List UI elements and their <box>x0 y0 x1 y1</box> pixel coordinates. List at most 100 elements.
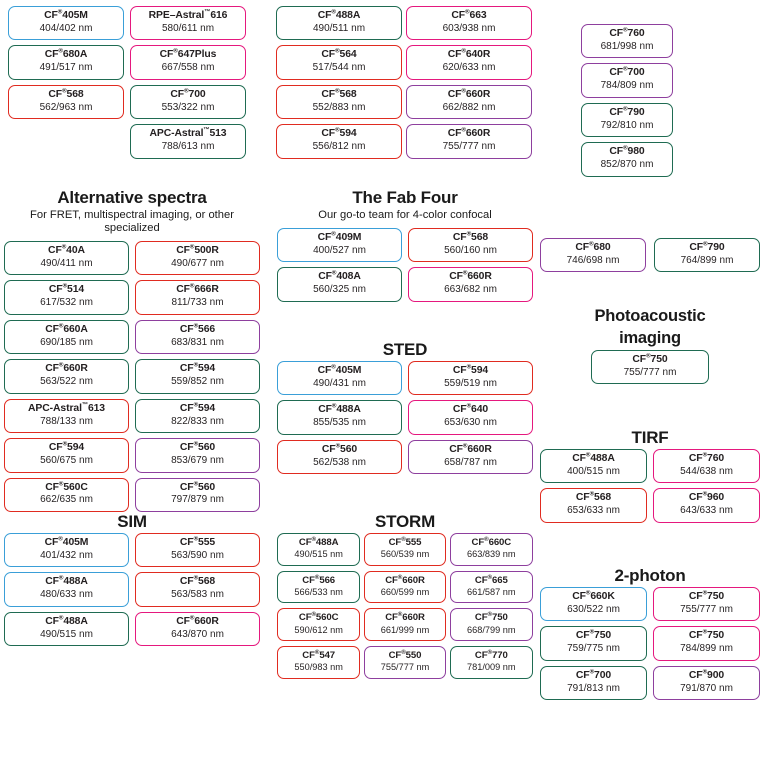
section-fab-four: The Fab Four Our go-to team for 4-color … <box>277 188 533 307</box>
trademark-mark: ® <box>623 65 628 73</box>
dye-spectra: 690/185 nm <box>40 336 93 348</box>
dye-spectra: 788/133 nm <box>40 415 93 427</box>
dye-spectra: 560/675 nm <box>40 455 93 467</box>
dye-name: CF®40A <box>48 243 85 256</box>
dye-spectra: 661/999 nm <box>380 624 430 635</box>
dye-name: CF®750 <box>575 628 612 642</box>
dye-name: CF®555 <box>388 535 422 548</box>
dye-name: CF®660R <box>385 611 425 624</box>
dye-name: CF®405M <box>317 363 362 376</box>
dye-name: CF®660C <box>471 535 512 548</box>
dye-spectra: 517/544 nm <box>312 62 366 74</box>
trademark-mark: ® <box>331 363 336 371</box>
dye-name: APC-Astral™613 <box>28 401 105 414</box>
trademark-mark: ® <box>462 269 468 277</box>
dye-spectra: 663/682 nm <box>444 284 497 296</box>
dye-name: CF®680A <box>44 47 88 61</box>
trademark-mark: ® <box>57 8 63 16</box>
trademark-mark: ® <box>62 87 67 95</box>
